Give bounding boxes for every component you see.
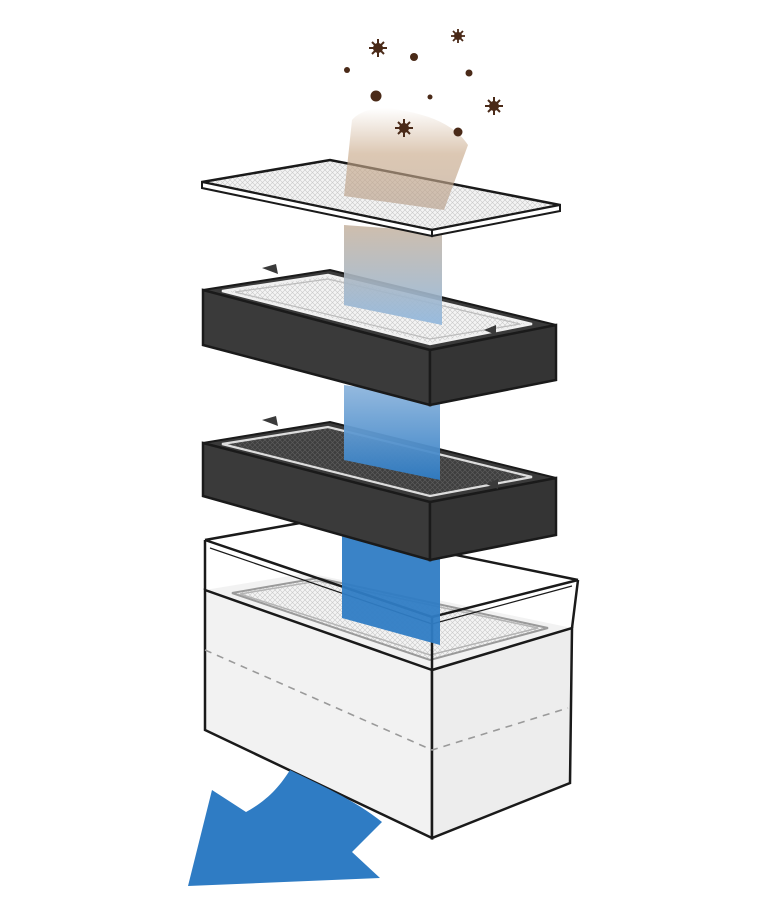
- dust-particle-icon: [410, 53, 418, 61]
- tab-icon: [486, 479, 498, 489]
- tab-icon: [484, 325, 496, 335]
- dust-particle-icon: [395, 119, 413, 137]
- dust-particle-icon: [427, 94, 433, 100]
- dust-particle-icon: [465, 69, 473, 77]
- mid-airflow: [344, 385, 440, 480]
- dirty-airflow: [344, 108, 468, 210]
- dust-particle-icon: [451, 29, 465, 43]
- dust-particle-icon: [369, 39, 387, 57]
- curved-arrow-icon: [188, 770, 382, 886]
- tab-icon: [262, 264, 278, 274]
- dust-particle-icon: [370, 90, 382, 102]
- upper-airflow: [344, 225, 442, 325]
- dust-particle-icon: [344, 67, 350, 73]
- clean-airflow: [342, 535, 440, 645]
- dust-particles: [344, 29, 503, 137]
- dust-particle-icon: [453, 127, 463, 137]
- dust-particle-icon: [485, 97, 503, 115]
- tab-icon: [262, 416, 278, 426]
